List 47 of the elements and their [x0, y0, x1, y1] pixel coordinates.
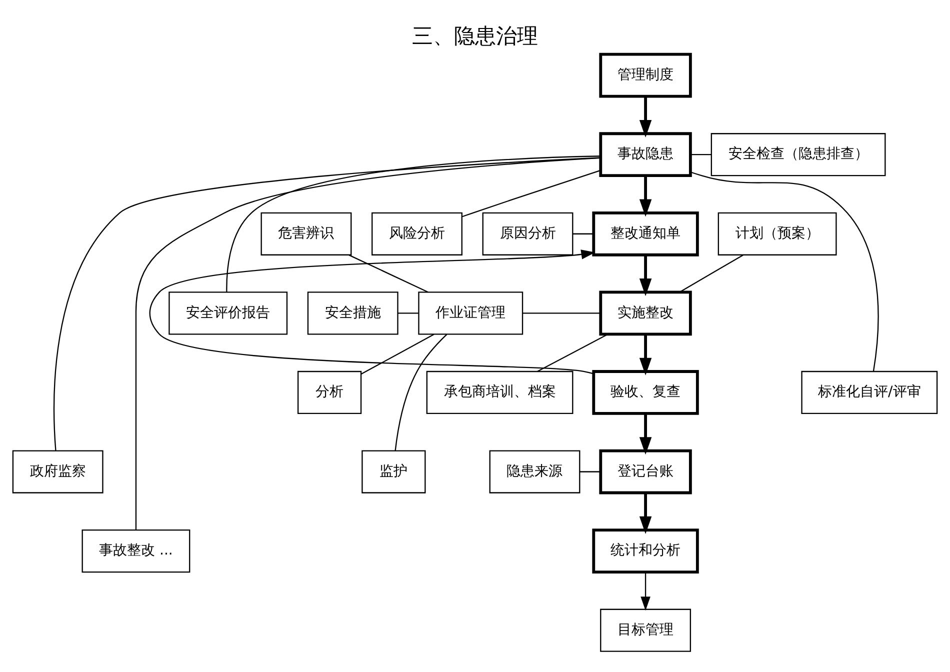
connector [580, 470, 600, 472]
arrow [639, 175, 652, 216]
node-box: 计划（预案） [718, 212, 837, 255]
node-box: 目标管理 [600, 608, 692, 652]
connector [522, 312, 600, 314]
arrow [149, 249, 596, 374]
node-box: 安全检查（隐患排查） [710, 132, 886, 176]
node-box: 危害辨识 [260, 212, 352, 255]
diagram-title: 三、隐患治理 [412, 24, 538, 48]
connector [572, 232, 594, 234]
arrow [639, 334, 652, 375]
arrow [640, 572, 650, 610]
connector [135, 156, 600, 530]
connector [226, 155, 600, 292]
node-box: 整改通知单 [592, 210, 699, 256]
connector [348, 254, 428, 292]
connector [537, 333, 608, 372]
node-box: 风险分析 [372, 212, 462, 255]
node-box: 作业证管理 [418, 291, 524, 334]
node-box: 验收、复查 [592, 370, 699, 414]
connector [360, 333, 434, 374]
node-box: 实施整改 [599, 290, 692, 336]
connector [54, 156, 600, 450]
node-box: 安全评价报告 [168, 291, 288, 334]
arrow [639, 413, 652, 454]
connector [690, 154, 712, 155]
connector [394, 334, 448, 450]
node-box: 事故隐患 [599, 132, 692, 177]
node-box: 登记台账 [599, 448, 692, 494]
node-box: 承包商培训、档案 [426, 370, 574, 414]
connector [462, 169, 601, 217]
node-box: 事故整改 ... [82, 528, 190, 572]
connector [398, 312, 418, 314]
node-box: 安全措施 [307, 291, 398, 334]
node-box: 监护 [362, 450, 426, 493]
arrow [639, 96, 652, 137]
node-box: 分析 [297, 370, 362, 414]
connector [679, 254, 744, 292]
node-box: 原因分析 [482, 212, 574, 255]
node-box: 管理制度 [599, 52, 692, 98]
node-box: 政府监察 [12, 450, 104, 493]
node-box: 隐患来源 [489, 450, 580, 493]
node-box: 标准化自评/评审 [801, 370, 938, 414]
arrow [639, 254, 652, 296]
node-box: 统计和分析 [592, 528, 699, 573]
arrow [639, 492, 652, 534]
connector [690, 171, 879, 371]
